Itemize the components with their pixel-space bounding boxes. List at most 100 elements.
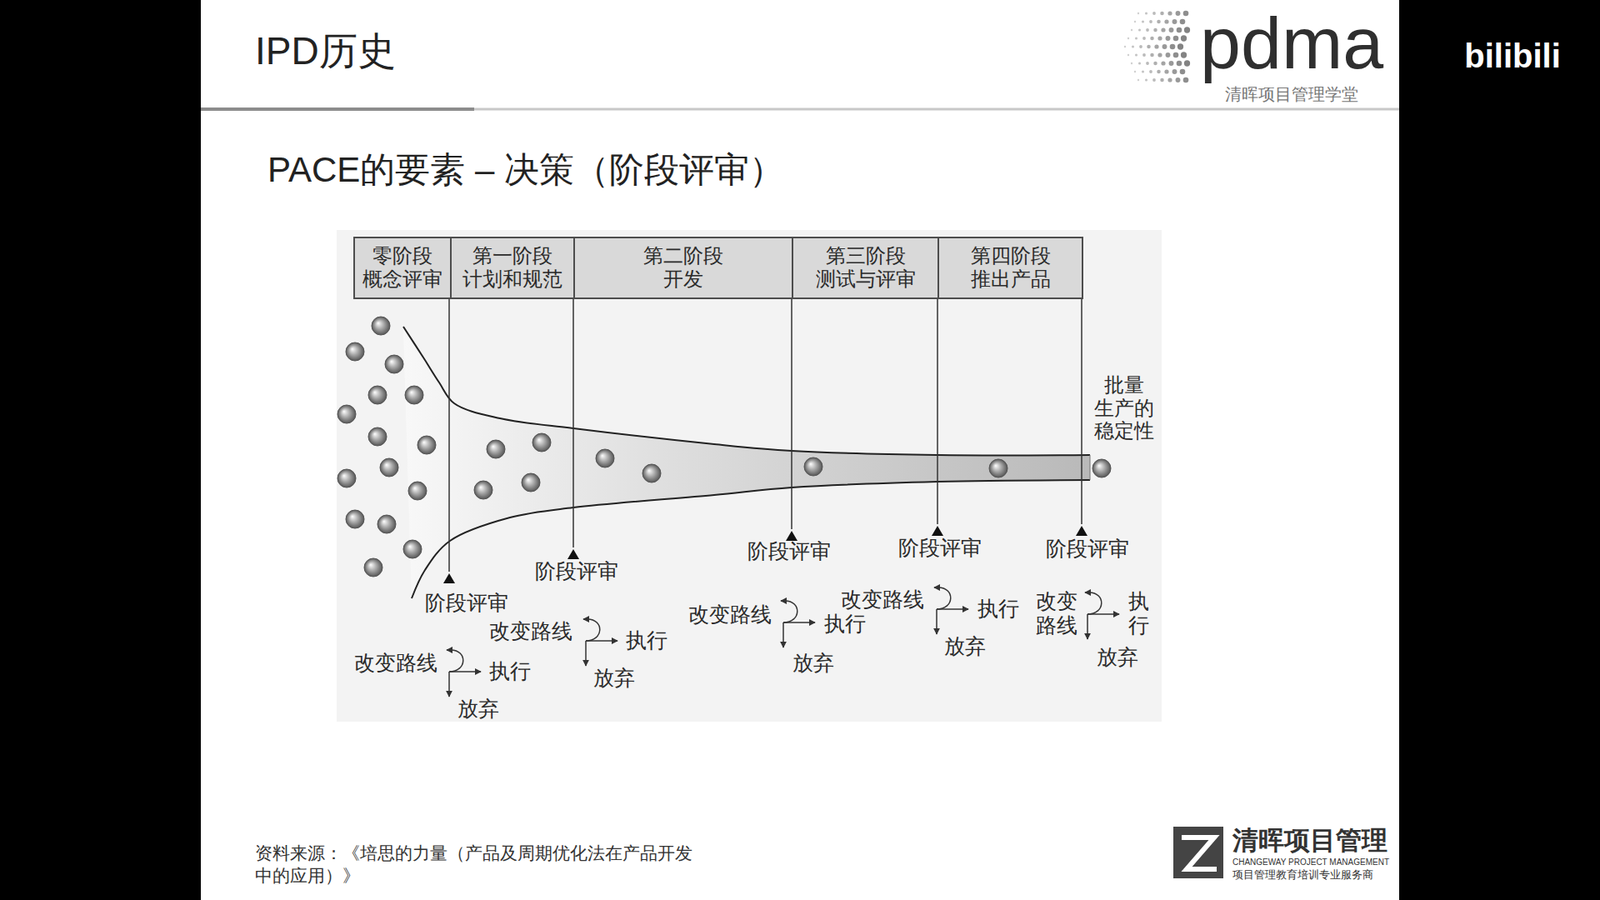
logo-dot bbox=[1180, 19, 1186, 25]
phase-name: 第一阶段 bbox=[472, 245, 553, 269]
idea-ball bbox=[345, 342, 365, 361]
abandon-arrow bbox=[935, 609, 938, 635]
logo-dot bbox=[1152, 11, 1156, 15]
slide-title: IPD历史 bbox=[255, 29, 396, 74]
abandon-arrow bbox=[782, 622, 785, 648]
execute-arrow bbox=[1087, 613, 1120, 615]
logo-dot bbox=[1142, 53, 1146, 57]
logo-dot bbox=[1149, 20, 1153, 24]
funnel-fill bbox=[403, 326, 1090, 599]
logo-dot bbox=[1153, 28, 1158, 33]
logo-dot bbox=[1150, 53, 1155, 58]
logo-dot bbox=[1180, 51, 1187, 58]
logo-dot bbox=[1134, 20, 1136, 23]
phase-activity: 概念评审 bbox=[362, 268, 443, 292]
logo-dot bbox=[1167, 10, 1172, 15]
logo-dot bbox=[1156, 20, 1161, 25]
logo-dot bbox=[1139, 45, 1143, 49]
idea-ball bbox=[408, 481, 427, 500]
execute-label: 执行 bbox=[489, 660, 531, 685]
logo-dot bbox=[1160, 60, 1165, 65]
logo-dot bbox=[1176, 27, 1183, 34]
logo-dot bbox=[1150, 36, 1155, 41]
idea-ball bbox=[595, 449, 615, 468]
abandon-label: 放弃 bbox=[457, 697, 500, 722]
abandon-label: 放弃 bbox=[944, 635, 986, 660]
idea-ball bbox=[364, 558, 383, 577]
logo-dot bbox=[1152, 78, 1156, 82]
logo-dot bbox=[1169, 27, 1175, 33]
title-rule bbox=[200, 108, 1400, 111]
phase-activity: 推出产品 bbox=[970, 268, 1051, 292]
logo-dot bbox=[1162, 44, 1168, 50]
logo-dot bbox=[1135, 53, 1138, 56]
funnel-fill-smooth bbox=[403, 326, 1090, 599]
watermark-text: bilibili bbox=[1464, 36, 1561, 75]
phase-line bbox=[572, 299, 575, 548]
idea-ball bbox=[345, 510, 365, 529]
company-name-english: CHANGEWAY PROJECT MANAGEMENT bbox=[1232, 857, 1390, 868]
abandon-label: 放弃 bbox=[593, 666, 635, 691]
idea-ball bbox=[532, 433, 551, 452]
phase-activity: 开发 bbox=[663, 268, 704, 292]
logo-dot bbox=[1172, 19, 1178, 25]
logo-dot bbox=[1142, 36, 1146, 40]
idea-ball bbox=[405, 385, 424, 405]
logo-dot bbox=[1154, 44, 1159, 49]
phase-line bbox=[1080, 299, 1083, 525]
logo-dot bbox=[1184, 60, 1190, 66]
logo-dot bbox=[1184, 26, 1190, 33]
logo-dot bbox=[1165, 35, 1171, 41]
change-route-label: 改变路线 bbox=[489, 620, 573, 645]
idea-ball bbox=[642, 464, 661, 483]
logo-dot bbox=[1173, 35, 1180, 42]
change-route-label: 改变路线 bbox=[688, 603, 772, 628]
change-route-label: 改变路线 bbox=[840, 588, 925, 613]
logo-dot bbox=[1160, 78, 1165, 83]
logo-dot bbox=[1137, 79, 1140, 81]
review-triangle bbox=[785, 530, 798, 541]
logo-dot bbox=[1175, 10, 1181, 16]
company-logo-icon bbox=[1173, 826, 1224, 879]
logo-dot bbox=[1180, 69, 1186, 75]
logo-dot bbox=[1149, 70, 1153, 74]
phase-box: 零阶段概念评审 bbox=[353, 236, 452, 300]
idea-balls bbox=[337, 316, 1111, 577]
logo-dot bbox=[1183, 77, 1190, 84]
brand-logo-text: pdma bbox=[1200, 6, 1384, 80]
logo-dot bbox=[1157, 35, 1162, 40]
change-route-arrow bbox=[446, 650, 464, 672]
idea-ball bbox=[486, 440, 505, 459]
funnel-lower-edge bbox=[411, 480, 1090, 599]
idea-ball bbox=[380, 458, 399, 477]
abandon-label: 放弃 bbox=[792, 651, 835, 676]
review-triangle bbox=[443, 573, 455, 584]
change-route-arrow bbox=[780, 600, 798, 623]
idea-ball bbox=[337, 405, 356, 424]
logo-dot bbox=[1141, 20, 1145, 23]
company-logo-mark bbox=[1181, 837, 1217, 870]
logo-dot bbox=[1134, 70, 1136, 73]
logo-dot bbox=[1141, 70, 1145, 73]
execute-label: 执行 bbox=[977, 597, 1020, 622]
phase-box: 第四阶段推出产品 bbox=[937, 236, 1084, 300]
idea-ball bbox=[403, 540, 422, 559]
idea-ball bbox=[804, 457, 823, 476]
review-triangle bbox=[567, 549, 580, 560]
phase-line bbox=[790, 299, 793, 530]
execute-arrow bbox=[449, 670, 481, 673]
execute-arrow bbox=[783, 621, 815, 624]
company-name: 清晖项目管理 bbox=[1232, 825, 1388, 856]
review-label: 阶段评审 bbox=[898, 536, 982, 561]
logo-dot bbox=[1138, 61, 1141, 65]
logo-dot bbox=[1160, 27, 1165, 32]
execute-label: 执行 bbox=[625, 629, 668, 654]
logo-dot bbox=[1170, 44, 1176, 50]
watermark-text: 清晖项目管理学堂 bbox=[1225, 85, 1359, 105]
phase-lines bbox=[449, 299, 1082, 572]
logo-dot bbox=[1175, 77, 1181, 83]
idea-ball bbox=[385, 355, 404, 374]
logo-dot bbox=[1145, 11, 1148, 15]
logo-dot bbox=[1130, 62, 1133, 65]
